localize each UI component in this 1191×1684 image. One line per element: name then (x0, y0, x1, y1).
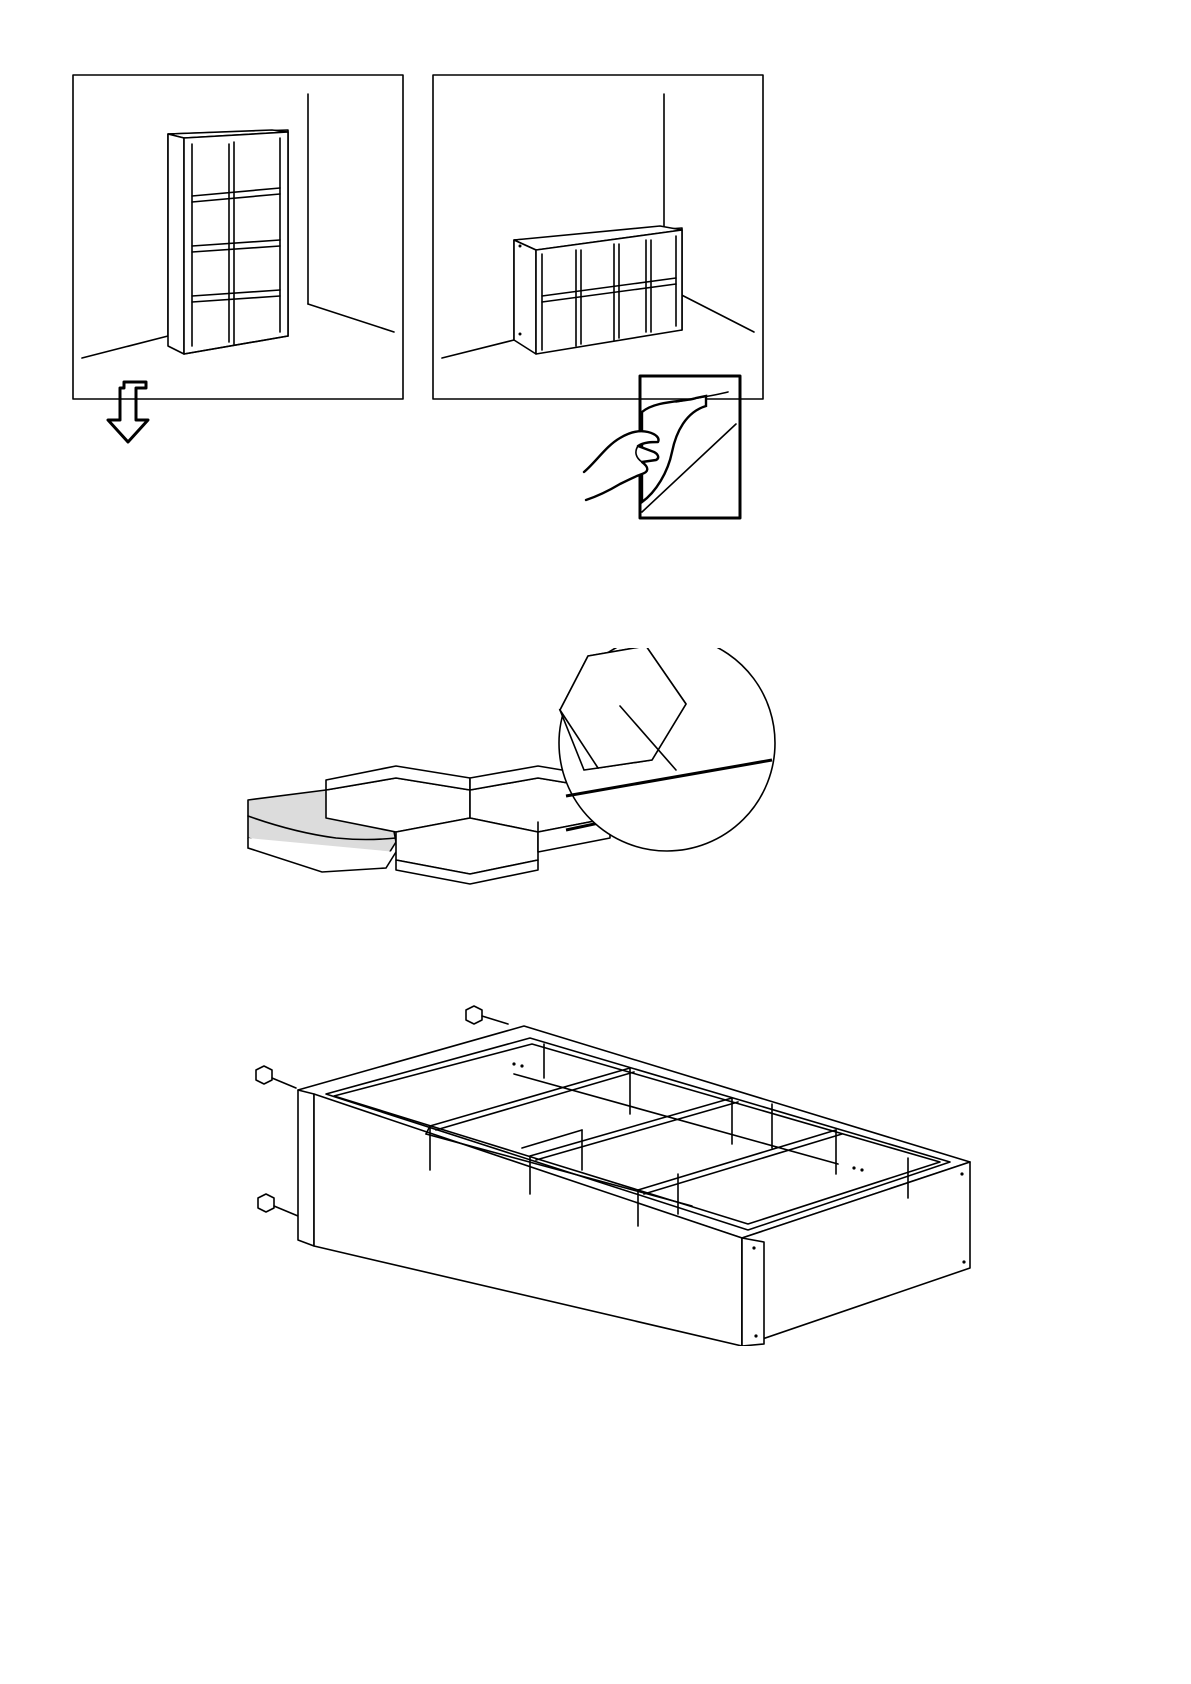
lay-frame-illustration (232, 998, 992, 1346)
protect-floor-illustration (236, 648, 796, 918)
magnifier-circle-icon (559, 648, 775, 851)
hex-plug-icon (256, 1066, 296, 1088)
bookcase-horizontal-icon (514, 226, 682, 354)
peel-sheet-hand-icon (576, 372, 746, 522)
placement-vertical-panel (72, 74, 404, 402)
frame-on-side-icon (298, 1026, 970, 1346)
bookcase-upright-icon (168, 130, 288, 354)
hex-plug-icon (258, 1194, 298, 1216)
arrow-down-icon (100, 380, 160, 446)
hex-plug-icon (466, 1006, 508, 1024)
hexagon-tiles-icon (248, 766, 616, 884)
placement-horizontal-panel (432, 74, 764, 402)
